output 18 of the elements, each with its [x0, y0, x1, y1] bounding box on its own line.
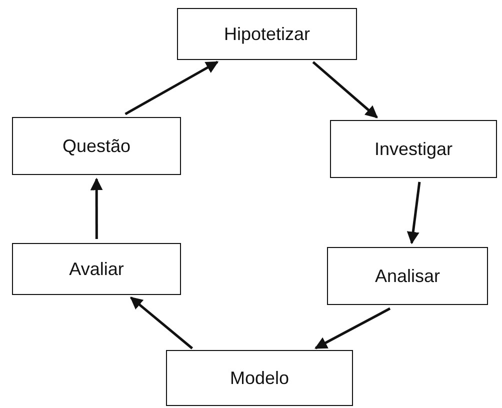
- step-label: Modelo: [230, 368, 290, 388]
- step-box: [177, 8, 357, 60]
- step-box: [12, 117, 181, 175]
- step-label: Investigar: [374, 138, 453, 160]
- step-box: [166, 350, 353, 406]
- step-box: [330, 120, 497, 178]
- arrow: [314, 307, 391, 350]
- arrow: [124, 60, 219, 116]
- step-label: Analisar: [374, 266, 440, 286]
- step-label: Hipotetizar: [224, 24, 310, 44]
- arrow: [90, 178, 103, 239]
- step-box: [327, 247, 488, 305]
- step-label: Questão: [62, 136, 131, 156]
- step-label: Avaliar: [69, 258, 124, 280]
- arrow: [406, 182, 421, 244]
- arrow: [130, 296, 194, 350]
- arrow: [312, 61, 378, 118]
- step-box: [12, 243, 181, 295]
